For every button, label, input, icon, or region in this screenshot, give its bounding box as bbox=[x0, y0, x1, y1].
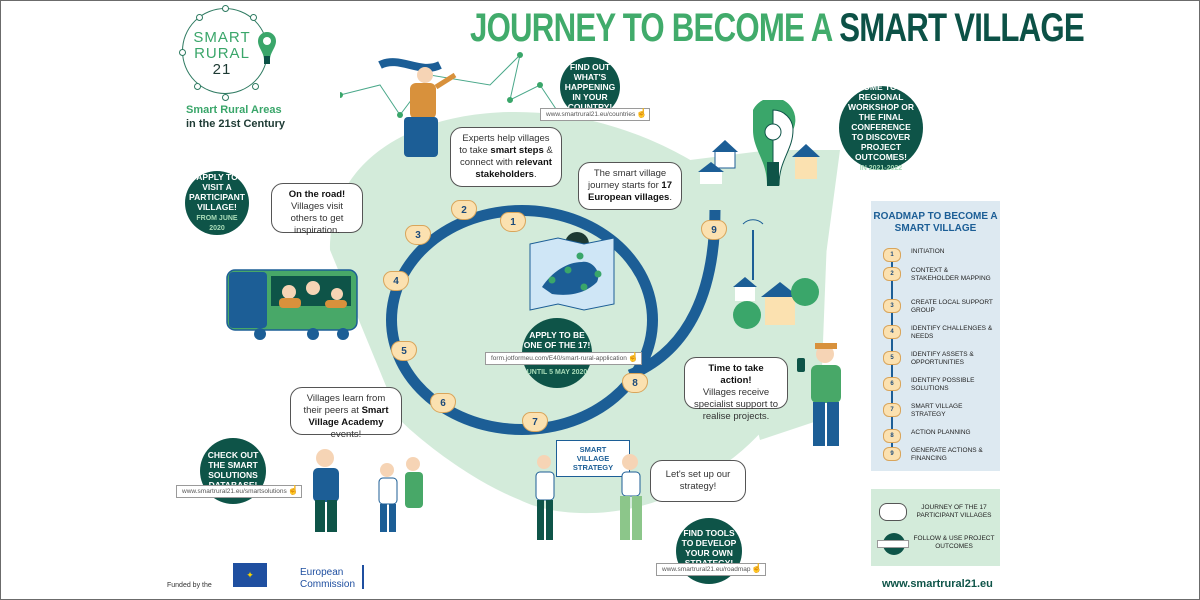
logo-dot bbox=[222, 5, 229, 12]
website-link[interactable]: www.smartrural21.eu bbox=[882, 578, 993, 590]
lightbulb-pin-icon bbox=[258, 32, 276, 64]
journey-step-6: 6 bbox=[430, 393, 456, 413]
logo-dot bbox=[179, 49, 186, 56]
legend-panel: JOURNEY OF THE 17 PARTICIPANT VILLAGES F… bbox=[871, 489, 1000, 566]
pointer-hand-icon: ☝ bbox=[287, 485, 299, 495]
funded-by-label: Funded by the bbox=[167, 582, 212, 589]
smart-village-illustration bbox=[698, 100, 820, 329]
speech-bubble-legend-icon bbox=[879, 503, 907, 521]
take-action-speech-bubble: Time to take action!Villages receive spe… bbox=[684, 357, 788, 422]
legend-label-outcomes: FOLLOW & USE PROJECT OUTCOMES bbox=[913, 535, 995, 550]
journey-track bbox=[386, 205, 658, 435]
journey-speech-bubble: The smart village journey starts for 17 … bbox=[578, 162, 682, 210]
journey-step-9: 9 bbox=[701, 220, 727, 240]
visit-callout: APPLY TO VISIT A PARTICIPANT VILLAGE! FR… bbox=[185, 171, 249, 235]
legend-label-journey: JOURNEY OF THE 17 PARTICIPANT VILLAGES bbox=[916, 504, 992, 519]
title-dark-part: SMART VILLAGE bbox=[839, 6, 1084, 50]
page-title: JOURNEY TO BECOME A SMART VILLAGE bbox=[470, 6, 1085, 50]
european-commission-logo: European Commission bbox=[300, 567, 356, 590]
countries-callout: FIND OUT WHAT'S HAPPENING IN YOUR COUNTR… bbox=[560, 57, 620, 117]
countries-link[interactable]: www.smartrural21.eu/countries☝ bbox=[540, 108, 651, 121]
strategy-sign: SMART VILLAGE STRATEGY bbox=[556, 440, 630, 477]
logo-tagline-1: Smart Rural Areas bbox=[186, 104, 282, 116]
europe-map-illustration bbox=[529, 232, 615, 311]
roadmap-title: ROADMAP TO BECOME A SMART VILLAGE bbox=[873, 211, 998, 234]
journey-step-4: 4 bbox=[383, 271, 409, 291]
logo-dot bbox=[252, 83, 259, 90]
ec-divider bbox=[362, 565, 364, 589]
experts-speech-bubble: Experts help villages to take smart step… bbox=[450, 127, 562, 187]
logo-dot bbox=[196, 14, 203, 21]
pointer-hand-icon: ☝ bbox=[627, 352, 639, 362]
logo-tagline-2: in the 21st Century bbox=[186, 118, 286, 130]
url-legend-icon bbox=[877, 540, 909, 548]
expert-constellation-illustration bbox=[340, 52, 560, 157]
journey-step-1: 1 bbox=[500, 212, 526, 232]
journey-step-7: 7 bbox=[522, 412, 548, 432]
roadmap-link[interactable]: www.smartrural21.eu/roadmap☝ bbox=[656, 563, 766, 576]
bus-illustration bbox=[226, 269, 358, 340]
person-with-phone-illustration bbox=[797, 343, 841, 446]
logo-wordmark: SMART RURAL 21 bbox=[193, 29, 251, 78]
pointer-hand-icon: ☝ bbox=[636, 108, 648, 118]
strategy-speech-bubble: Let's set up our strategy! bbox=[650, 460, 746, 502]
strategy-people-illustration bbox=[535, 454, 642, 540]
pointer-hand-icon: ☝ bbox=[751, 563, 763, 573]
academy-speech-bubble: Villages learn from their peers at Smart… bbox=[290, 387, 402, 440]
application-form-link[interactable]: form.jotformeu.com/E40/smart-rural-appli… bbox=[485, 352, 642, 365]
journey-step-8: 8 bbox=[622, 373, 648, 393]
on-the-road-speech-bubble: On the road!Villages visit others to get… bbox=[271, 183, 363, 236]
title-light-part: JOURNEY TO BECOME A bbox=[470, 6, 832, 50]
conference-callout: COME TO A REGIONAL WORKSHOP OR THE FINAL… bbox=[839, 82, 923, 172]
smart-solutions-link[interactable]: www.smartrural21.eu/smartsolutions☝ bbox=[176, 485, 302, 498]
eu-flag-icon: ✦ bbox=[233, 563, 267, 587]
logo-dot bbox=[250, 14, 257, 21]
journey-step-3: 3 bbox=[405, 225, 431, 245]
logo-dot bbox=[222, 94, 229, 101]
journey-step-2: 2 bbox=[451, 200, 477, 220]
logo-dot bbox=[194, 83, 201, 90]
journey-step-5: 5 bbox=[391, 341, 417, 361]
academy-people-illustration bbox=[313, 449, 423, 532]
